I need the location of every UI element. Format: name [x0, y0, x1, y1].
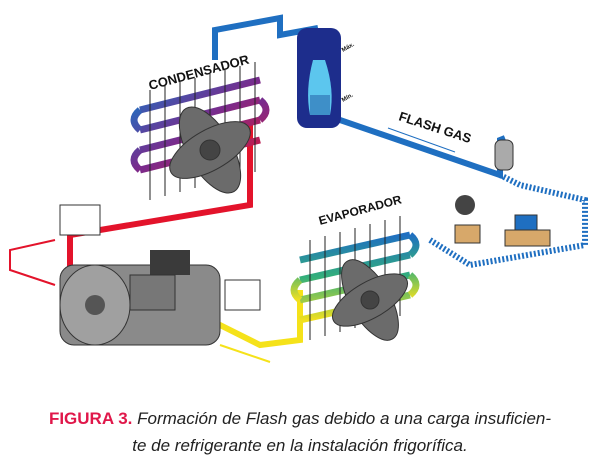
- pressure-switch-high: [59, 204, 101, 236]
- flow-arrow-red: [9, 239, 56, 286]
- compressor: [59, 250, 221, 346]
- caption-line-2: te de refrigerante en la instalación fri…: [132, 436, 468, 455]
- solenoid-valve: [504, 214, 551, 247]
- suction-pipe: [208, 290, 303, 349]
- figure-number: FIGURA 3.: [48, 409, 133, 428]
- diagram-illustration: CONDENSADOR FLASH GAS EVAPORADOR Máx. Mí…: [9, 14, 588, 363]
- condenser-fan-icon: [169, 106, 251, 194]
- label-max: Máx.: [341, 42, 356, 54]
- caption-line-1: Formación de Flash gas debido a una carg…: [137, 409, 552, 428]
- evaporator-fan-icon: [332, 259, 408, 341]
- flash-gas-underline: [387, 127, 456, 153]
- flow-arrow-yellow: [219, 344, 271, 363]
- label-evaporator: EVAPORADOR: [317, 192, 403, 228]
- label-min: Mín.: [341, 92, 355, 103]
- liquid-receiver: [297, 28, 341, 128]
- liquid-pipe-top: [212, 14, 319, 60]
- figure-caption: FIGURA 3. Formación de Flash gas debido …: [0, 405, 600, 459]
- expansion-valve: [454, 195, 481, 244]
- discharge-pipe: [67, 120, 253, 270]
- flash-gas-line-2: [428, 172, 588, 269]
- pressure-switch-low: [224, 279, 261, 311]
- sight-glass: [494, 139, 514, 171]
